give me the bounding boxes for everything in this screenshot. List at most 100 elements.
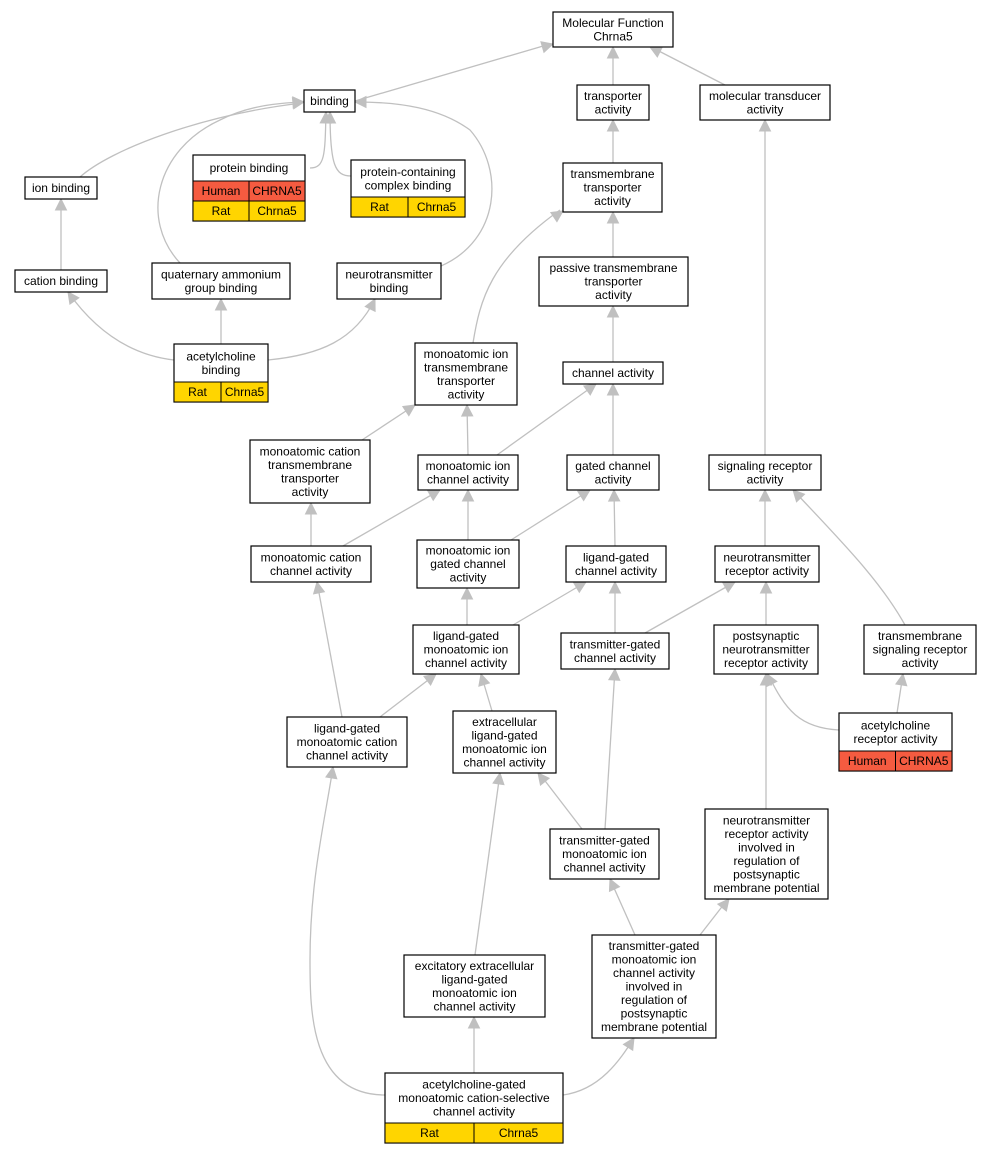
node-label: receptor activity xyxy=(724,827,808,841)
arrowhead xyxy=(582,383,597,396)
edge-acetylcholine_receptor-to-postsynaptic_neurotransmitter xyxy=(766,672,840,731)
arrowhead xyxy=(759,580,773,594)
node-box xyxy=(562,361,664,385)
node-label: ion binding xyxy=(32,181,90,195)
edge-line xyxy=(604,668,616,830)
node-box xyxy=(250,545,372,583)
node-label: regulation of xyxy=(621,993,688,1007)
edge-line xyxy=(512,581,587,626)
node-label: acetylcholine xyxy=(861,718,931,732)
node-channel-activity[interactable]: channel activity xyxy=(562,361,664,385)
node-label: ligand-gated xyxy=(314,722,380,736)
node-monoatomic-ion-transmembrane[interactable]: monoatomic iontransmembranetransporterac… xyxy=(414,342,518,406)
node-label: transmembrane xyxy=(878,629,962,643)
edge-excitatory_extracellular-to-extracellular_ligand_gated xyxy=(474,771,505,956)
edges xyxy=(54,41,908,1096)
arrowhead xyxy=(478,672,491,687)
node-box xyxy=(704,808,829,900)
node-label: channel activity xyxy=(572,366,654,380)
node-monoatomic-cation-transmembrane[interactable]: monoatomic cationtransmembranetransporte… xyxy=(249,439,371,504)
node-box xyxy=(452,710,557,774)
node-label: channel activity xyxy=(425,656,507,670)
node-label: neurotransmitter xyxy=(722,643,809,657)
species-label: Rat xyxy=(420,1126,439,1140)
arrowhead xyxy=(895,672,908,687)
node-box xyxy=(699,84,831,121)
node-label: ligand-gated xyxy=(471,728,537,742)
edge-monoatomic_ion_channel-to-monoatomic_ion_transmembrane xyxy=(460,403,474,456)
node-label: neurotransmitter xyxy=(723,550,810,564)
node-box xyxy=(412,624,520,675)
node-label: regulation of xyxy=(733,854,800,868)
arrowhead xyxy=(576,489,591,502)
node-label: transporter xyxy=(583,181,641,195)
edge-line xyxy=(356,101,493,267)
edge-binding-to-mf xyxy=(354,41,555,102)
species-label: Rat xyxy=(370,200,389,214)
arrowhead xyxy=(292,96,306,109)
node-label: molecular transducer xyxy=(709,89,821,103)
node-label: monoatomic cation xyxy=(261,550,362,564)
node-cation-binding[interactable]: cation binding xyxy=(14,269,108,293)
species-label: Rat xyxy=(212,204,231,218)
edge-transmitter_gated_postsynaptic_potential-to-transmitter_gated_monoatomic xyxy=(608,877,636,936)
node-box xyxy=(414,342,518,406)
node-excitatory-extracellular[interactable]: excitatory extracellularligand-gatedmono… xyxy=(403,954,546,1018)
arrowhead xyxy=(467,1015,481,1029)
gene-cell xyxy=(220,381,269,403)
edge-acetylcholine_receptor-to-transmembrane_signaling xyxy=(895,672,908,714)
node-label: membrane potential xyxy=(601,1020,707,1034)
node-label: signaling receptor xyxy=(718,459,813,473)
node-ion-binding[interactable]: ion binding xyxy=(24,176,98,200)
edge-nt_receptor_postsynaptic_potential-to-postsynaptic_neurotransmitter xyxy=(759,672,773,809)
edge-gated_channel-to-channel_activity xyxy=(606,382,620,455)
node-box xyxy=(552,11,674,48)
node-box xyxy=(24,176,98,200)
edge-signaling_receptor-to-molecular_transducer xyxy=(758,118,772,455)
node-box xyxy=(562,162,663,213)
node-label: transporter xyxy=(437,374,495,388)
arrowhead xyxy=(716,898,730,912)
arrowhead xyxy=(606,304,620,318)
edge-ligand_gated_cation-to-ligand_gated_monoatomic_ion xyxy=(379,673,437,718)
species-label: Rat xyxy=(188,385,207,399)
node-label: monoatomic ion xyxy=(562,847,647,861)
node-binding[interactable]: binding xyxy=(303,89,356,113)
edge-line xyxy=(644,581,736,634)
edge-quaternary_ammonium-to-binding xyxy=(157,96,306,264)
node-box xyxy=(249,439,371,504)
node-label: channel activity xyxy=(433,1105,515,1119)
edge-passive_transmembrane-to-transmembrane_transporter xyxy=(606,210,620,257)
node-label: protein-containing xyxy=(360,165,455,179)
node-box xyxy=(538,256,689,307)
